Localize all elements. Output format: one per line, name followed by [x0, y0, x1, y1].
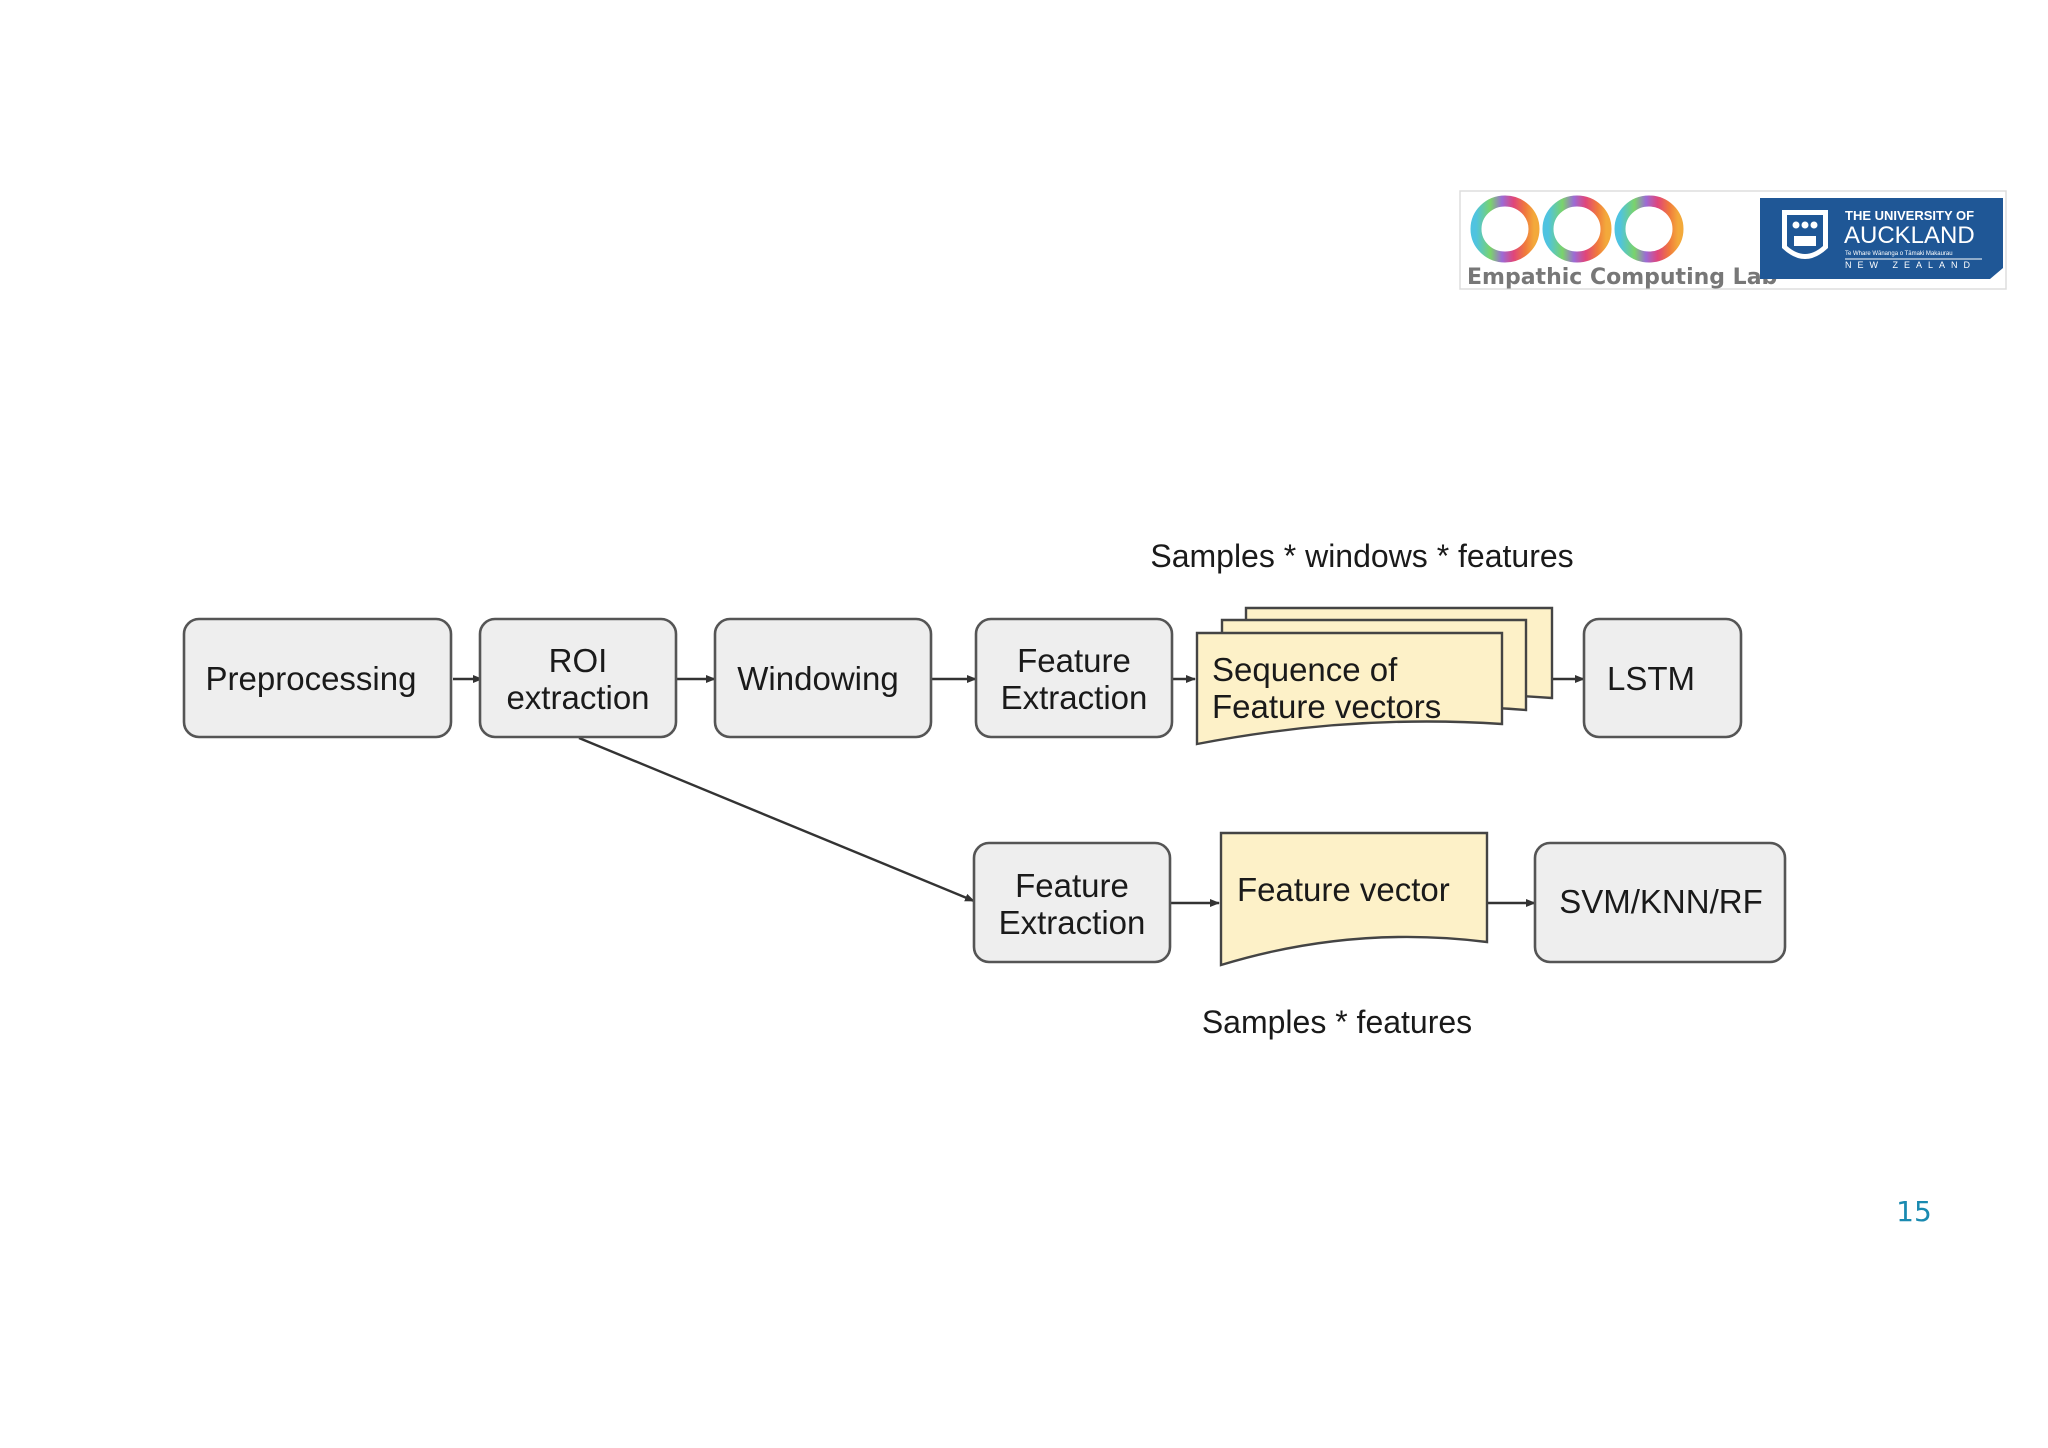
node-feature-extraction-bottom: Feature Extraction: [972, 841, 1172, 964]
node-label-line-1: Feature: [1015, 867, 1129, 904]
university-line-4: NEW ZEALAND: [1845, 260, 1976, 270]
node-label: SVM/KNN/RF: [1559, 883, 1763, 920]
infinity-loops-icon: [1470, 195, 1684, 263]
node-label-line-2: extraction: [506, 679, 649, 716]
node-sequence-of-feature-vectors: Sequence of Feature vectors: [1195, 606, 1554, 746]
document-shape: [1219, 831, 1489, 967]
lab-name-text: Empathic Computing Lab: [1467, 265, 1777, 290]
node-windowing: Windowing: [713, 617, 933, 739]
node-feature-extraction-top: Feature Extraction: [974, 617, 1174, 739]
node-label-line-2: Extraction: [1001, 679, 1148, 716]
node-label: Feature vector: [1237, 871, 1450, 908]
empathic-computing-lab-logo: Empathic Computing Lab: [1467, 195, 1777, 290]
edge-roi-to-feature-extraction-lower: [578, 736, 975, 903]
document-stack-front: [1195, 631, 1504, 746]
university-line-1: THE UNIVERSITY OF: [1845, 208, 1974, 223]
node-roi-extraction: ROI extraction: [478, 617, 678, 739]
node-label: Preprocessing: [206, 660, 417, 697]
node-preprocessing: Preprocessing: [182, 617, 453, 739]
node-label-line-2: Feature vectors: [1212, 688, 1441, 725]
node-feature-vector: Feature vector: [1219, 831, 1489, 967]
header-logos: Empathic Computing Lab THE UNIVERSITY OF…: [1459, 190, 2007, 290]
node-svm-knn-rf: SVM/KNN/RF: [1533, 841, 1787, 964]
node-label: Windowing: [737, 660, 898, 697]
caption-bottom: Samples * features: [1202, 1004, 1472, 1040]
caption-top: Samples * windows * features: [1150, 538, 1573, 574]
node-label: LSTM: [1607, 660, 1695, 697]
node-label-line-2: Extraction: [999, 904, 1146, 941]
university-line-3: Te Whare Wānanga o Tāmaki Makaurau: [1845, 251, 1953, 257]
node-label-line-1: Feature: [1017, 642, 1131, 679]
page-number: 15: [1896, 1195, 1932, 1228]
university-of-auckland-logo: THE UNIVERSITY OF AUCKLAND Te Whare Wāna…: [1760, 198, 2003, 279]
crest-icon: [1782, 210, 1828, 259]
university-line-2: AUCKLAND: [1844, 222, 1975, 249]
diagram-edges: [453, 675, 1585, 907]
node-label-line-1: Sequence of: [1212, 651, 1398, 688]
node-label-line-1: ROI: [549, 642, 608, 679]
node-lstm: LSTM: [1582, 617, 1743, 739]
